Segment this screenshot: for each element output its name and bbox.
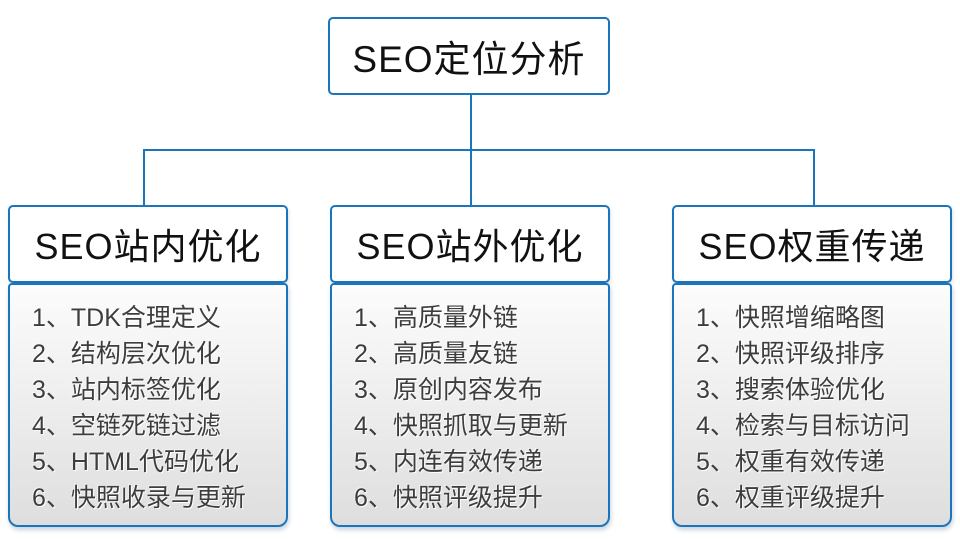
list-item: 3、搜索体验优化 (696, 376, 885, 404)
root-node: SEO定位分析 (328, 17, 610, 95)
connector-middle-drop (470, 150, 472, 206)
list-item: 6、权重评级提升 (696, 484, 885, 512)
list-item: 4、快照抓取与更新 (354, 412, 568, 440)
column-title-offsite: SEO站外优化 (330, 205, 610, 283)
column-body-weight: 1、快照增缩略图 2、快照评级排序 3、搜索体验优化 4、检索与目标访问 5、权… (672, 283, 952, 527)
root-node-label: SEO定位分析 (352, 39, 586, 80)
list-item: 5、权重有效传递 (696, 448, 885, 476)
column-title-label: SEO站内优化 (34, 226, 262, 267)
list-item: 3、原创内容发布 (354, 376, 543, 404)
column-title-weight: SEO权重传递 (672, 205, 952, 283)
column-offsite-optimization: SEO站外优化 1、高质量外链 2、高质量友链 3、原创内容发布 4、快照抓取与… (330, 0, 610, 550)
list-item: 2、快照评级排序 (696, 340, 885, 368)
connector-horizontal (143, 149, 815, 151)
list-item: 2、结构层次优化 (32, 340, 221, 368)
column-title-label: SEO站外优化 (356, 226, 584, 267)
list-item: 1、高质量外链 (354, 304, 518, 332)
list-item: 2、高质量友链 (354, 340, 518, 368)
list-item: 4、检索与目标访问 (696, 412, 910, 440)
list-item: 1、快照增缩略图 (696, 304, 885, 332)
list-item: 4、空链死链过滤 (32, 412, 221, 440)
list-item: 6、快照收录与更新 (32, 484, 246, 512)
connector-root-vertical (470, 95, 472, 150)
column-title-label: SEO权重传递 (698, 226, 926, 267)
column-onsite-optimization: SEO站内优化 1、TDK合理定义 2、结构层次优化 3、站内标签优化 4、空链… (8, 0, 288, 550)
connector-right-drop (813, 150, 815, 206)
column-body-offsite: 1、高质量外链 2、高质量友链 3、原创内容发布 4、快照抓取与更新 5、内连有… (330, 283, 610, 527)
list-item: 6、快照评级提升 (354, 484, 543, 512)
column-weight-transfer: SEO权重传递 1、快照增缩略图 2、快照评级排序 3、搜索体验优化 4、检索与… (672, 0, 952, 550)
column-body-onsite: 1、TDK合理定义 2、结构层次优化 3、站内标签优化 4、空链死链过滤 5、H… (8, 283, 288, 527)
list-item: 3、站内标签优化 (32, 376, 221, 404)
list-item: 5、HTML代码优化 (32, 448, 239, 476)
list-item: 1、TDK合理定义 (32, 304, 221, 332)
list-item: 5、内连有效传递 (354, 448, 543, 476)
column-title-onsite: SEO站内优化 (8, 205, 288, 283)
connector-left-drop (143, 150, 145, 206)
